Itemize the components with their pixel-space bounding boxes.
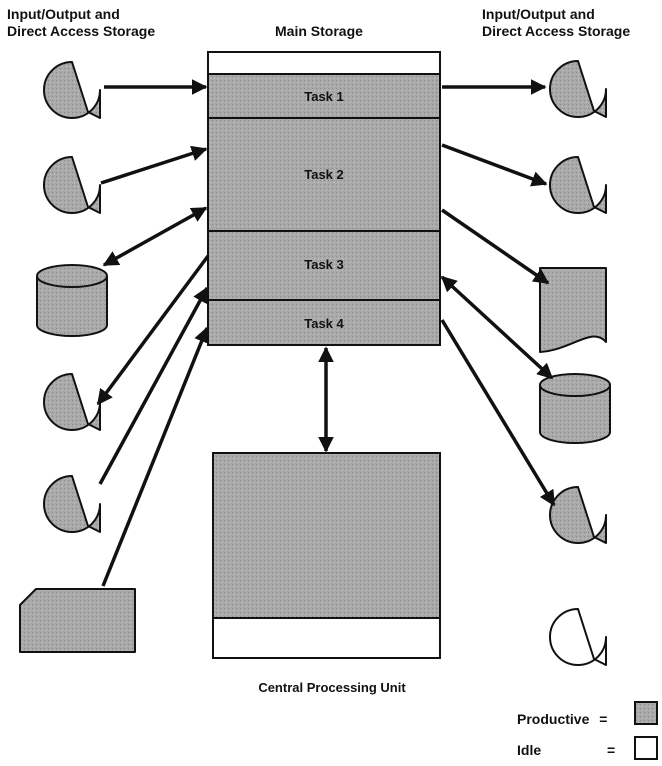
right-terminal-1-icon	[549, 60, 607, 118]
arrow-left-terminal-2-to-task-2	[100, 145, 208, 185]
right-printer-output-icon	[539, 267, 607, 353]
right-terminal-2-icon	[549, 156, 607, 214]
cpu	[212, 452, 441, 659]
task-3-label: Task 3	[304, 257, 344, 272]
arrow-left-terminal-4-to-task-3	[98, 286, 209, 485]
task-2-area	[207, 117, 441, 232]
left-terminal-3-icon	[43, 373, 101, 431]
arrow-task-2-to-printer	[441, 208, 550, 285]
right-terminal-idle-icon	[549, 608, 607, 666]
legend-idle-label: Idle	[517, 742, 542, 758]
legend-idle-swatch	[634, 736, 658, 760]
main-storage-header: Main Storage	[275, 23, 363, 39]
right-disk-icon	[539, 373, 611, 444]
left-header: Input/Output and Direct Access Storage	[7, 6, 155, 40]
main-storage-idle-area	[207, 51, 441, 75]
arrow-left-disk-task-2	[102, 206, 208, 267]
arrow-task-3-right-disk	[440, 275, 554, 380]
right-header: Input/Output and Direct Access Storage	[482, 6, 630, 40]
arrow-card-reader-to-task-4	[101, 326, 210, 587]
right-terminal-3-icon	[549, 486, 607, 544]
task-2-label: Task 2	[304, 167, 344, 182]
legend-productive-equals: =	[599, 711, 608, 727]
left-terminal-4-icon	[43, 475, 101, 533]
task-3-area	[207, 230, 441, 301]
cpu-productive-area	[212, 452, 441, 619]
connection-arrows	[96, 79, 556, 587]
left-disk-icon	[36, 264, 108, 337]
arrow-task-3-to-left-terminal-3	[96, 254, 210, 406]
left-terminal-2-icon	[43, 156, 101, 214]
left-card-reader-icon	[19, 588, 136, 653]
legend-idle: Idle =	[517, 742, 615, 758]
main-storage: Task 1 Task 2 Task 3 Task 4	[207, 51, 441, 346]
arrow-task-2-to-right-terminal-2	[441, 143, 548, 187]
legend-idle-equals: =	[607, 742, 616, 758]
task-4-label: Task 4	[304, 316, 344, 331]
right-header-line1: Input/Output and	[482, 6, 595, 22]
left-header-line1: Input/Output and	[7, 6, 120, 22]
cpu-label: Central Processing Unit	[258, 680, 406, 695]
legend-productive-label: Productive	[517, 711, 590, 727]
cpu-idle-area	[212, 617, 441, 659]
task-1-label: Task 1	[304, 89, 344, 104]
left-header-line2: Direct Access Storage	[7, 23, 156, 39]
arrow-task-4-to-right-terminal-3	[440, 319, 556, 507]
legend-productive-swatch	[634, 701, 658, 725]
legend-productive: Productive =	[517, 711, 607, 727]
right-header-line2: Direct Access Storage	[482, 23, 631, 39]
left-terminal-1-icon	[43, 61, 101, 119]
task-4-area	[207, 299, 441, 346]
